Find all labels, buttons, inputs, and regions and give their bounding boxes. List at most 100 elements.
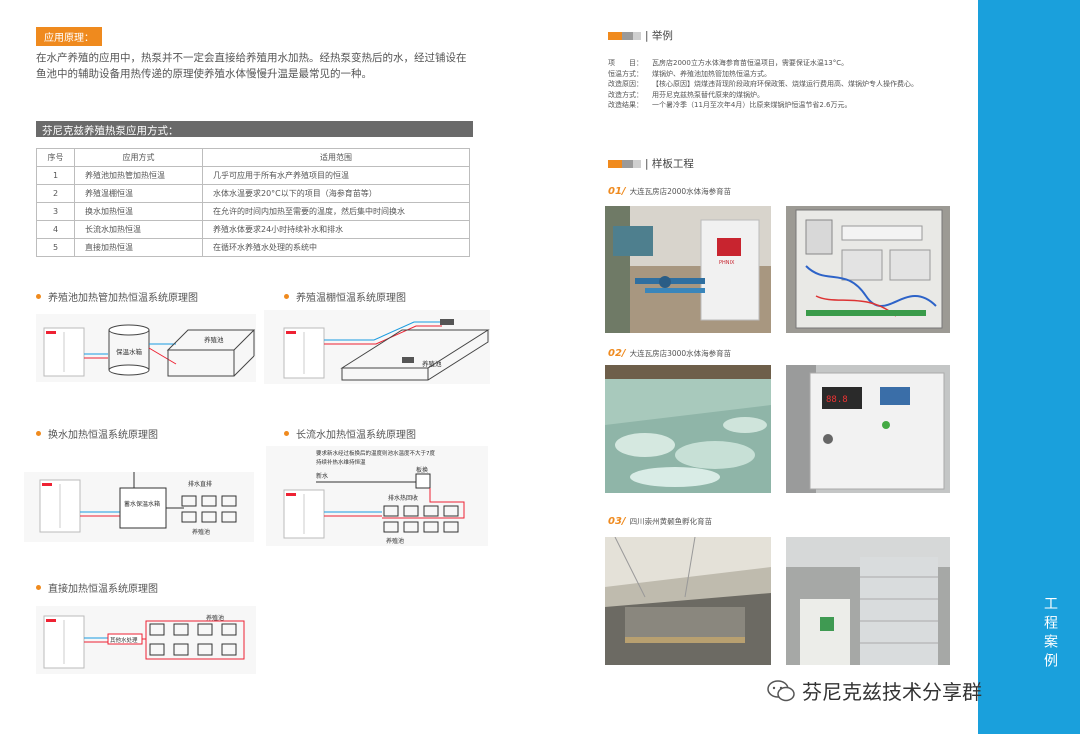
bullet-dot	[36, 431, 41, 436]
diagram4-title-text: 长流水加热恒温系统原理图	[296, 430, 416, 441]
diagram1-title: 养殖池加热管加热恒温系统原理图	[36, 289, 198, 304]
diagram4-title: 长流水加热恒温系统原理图	[284, 426, 416, 441]
project-title: 大连瓦房店3000水体海参育苗	[629, 349, 732, 358]
principle-tag: 应用原理：	[36, 27, 102, 46]
diagram4-recovery-label: 排水热回收	[388, 494, 418, 502]
methods-table: 序号 应用方式 适用范围 1 养殖池加热管加热恒温 几乎可应用于所有水产养殖项目…	[36, 148, 470, 257]
cell-scope: 几乎可应用于所有水产养殖项目的恒温	[202, 166, 470, 185]
example-value: 瓦房店2000立方水体海参育苗恒温项目，需要保证水温13°C。	[652, 59, 849, 67]
project3-photo-tank	[786, 537, 950, 665]
cell-scope: 水体水温要求20°C以下的项目（海参育苗等）	[202, 184, 470, 203]
cell-scope: 在允许的时间内加热至需要的温度，然后集中时间换水	[202, 202, 470, 221]
heading-marker	[608, 159, 622, 168]
bullet-dot	[284, 294, 289, 299]
example-key: 恒温方式：	[608, 69, 643, 78]
bullet-dot	[36, 585, 41, 590]
example-row: 恒温方式： 煤锅炉、养殖池加热管加热恒温方式。	[608, 69, 948, 80]
watermark: 芬尼克兹技术分享群	[766, 676, 982, 705]
example-row: 改造方式：用芬尼克兹热泵替代原来的煤锅炉。	[608, 90, 948, 101]
cell-scope: 在循环水养殖水处理的系统中	[202, 238, 470, 257]
diagram4-pool-label: 养殖池	[386, 537, 404, 545]
project-title: 大连瓦房店2000水体海参育苗	[629, 187, 732, 196]
diagram4-note1: 要求新水经过板换后的温度则池水温度不大于7度	[316, 449, 436, 457]
diagram4-note2: 持续补热水维持恒温	[316, 458, 366, 466]
cell-scope: 养殖水体要求24小时持续补水和排水	[202, 220, 470, 239]
cell-method: 养殖温棚恒温	[74, 184, 203, 203]
wechat-icon	[767, 679, 795, 701]
bullet-dot	[284, 431, 289, 436]
diagram2-title: 养殖温棚恒温系统原理图	[284, 289, 406, 304]
diagram3-pool-label: 养殖池	[192, 528, 210, 536]
section-sidebar	[978, 0, 1080, 734]
cell-index: 5	[36, 238, 75, 257]
diagram4: 要求新水经过板换后的温度则池水温度不大于7度 持续补热水维持恒温 新水 板换 排…	[266, 446, 488, 546]
example-value: 用芬尼克兹热泵替代原来的煤锅炉。	[652, 90, 764, 99]
example-key: 改造原因：	[608, 80, 643, 88]
example-value: 【核心原因】烧煤违背现阶段政府环保政策、烧煤运行费用高、煤锅炉专人操作费心。	[652, 80, 918, 88]
project3-photo-hall	[605, 537, 771, 665]
example-row: 改造结果： 一个暑冷季（11月至次年4月）比原来煤锅炉恒温节省2.6万元。	[608, 100, 948, 111]
valve-icon	[440, 319, 454, 325]
project1-photo-heatpump: PHNIX	[605, 206, 771, 333]
project-title: 四川崇州黄颡鱼孵化育苗	[629, 517, 713, 526]
cell-index: 3	[36, 202, 75, 221]
project1-photo-panel	[786, 206, 950, 333]
diagram3: 蓄水保温水箱 排水直排 养殖池	[24, 472, 254, 542]
th-index: 序号	[36, 148, 75, 167]
cell-method: 换水加热恒温	[74, 202, 203, 221]
diagram1: 保温水箱 养殖池	[36, 314, 256, 382]
diagram5: 其他水处理 养殖池	[36, 606, 256, 674]
example-value: 煤锅炉、养殖池加热管加热恒温方式。	[652, 69, 771, 78]
example-row: 改造原因： 【核心原因】烧煤违背现阶段政府环保政策、烧煤运行费用高、煤锅炉专人操作…	[608, 79, 948, 90]
watermark-text: 芬尼克兹技术分享群	[802, 680, 982, 704]
project-num: 01/	[608, 186, 626, 197]
table-row: 1 养殖池加热管加热恒温 几乎可应用于所有水产养殖项目的恒温	[36, 166, 470, 185]
example-key: 改造结果：	[608, 101, 643, 109]
diagram1-pool-label: 养殖池	[204, 335, 224, 344]
cell-method: 养殖池加热管加热恒温	[74, 166, 203, 185]
example-key: 项 目：	[608, 59, 643, 67]
diagram5-title: 直接加热恒温系统原理图	[36, 580, 158, 595]
diagram4-exchanger-label: 板换	[416, 466, 428, 474]
diagram5-label: 其他水处理	[110, 636, 138, 644]
projects-heading: | 样板工程	[608, 156, 694, 171]
diagram2-title-text: 养殖温棚恒温系统原理图	[296, 293, 406, 304]
diagram2-pool-label: 养殖池	[422, 359, 442, 368]
example-heading: | 举例	[608, 28, 673, 43]
cell-index: 2	[36, 184, 75, 203]
th-scope: 适用范围	[202, 148, 470, 167]
principle-text: 在水产养殖的应用中，热泵并不一定会直接给养殖用水加热。经热泵变热后的水，经过铺设…	[36, 52, 467, 80]
diagram3-title: 换水加热恒温系统原理图	[36, 426, 158, 441]
methods-title: 芬尼克兹养殖热泵应用方式：	[36, 121, 473, 137]
project-num: 03/	[608, 516, 626, 527]
diagram3-title-text: 换水加热恒温系统原理图	[48, 430, 158, 441]
cell-method: 直接加热恒温	[74, 238, 203, 257]
th-method: 应用方式	[74, 148, 203, 167]
project2-photo-pool	[605, 365, 771, 493]
diagram5-title-text: 直接加热恒温系统原理图	[48, 584, 158, 595]
bullet-dot	[36, 294, 41, 299]
project-num: 02/	[608, 348, 626, 359]
heading-marker	[608, 31, 622, 40]
diagram4-fresh-label: 新水	[316, 472, 328, 480]
project-label-01: 01/大连瓦房店2000水体海参育苗	[608, 186, 731, 197]
diagram1-tank-label: 保温水箱	[116, 347, 143, 356]
table-row: 4 长流水加热恒温 养殖水体要求24小时持续补水和排水	[36, 220, 470, 239]
project2-photo-cabinet: 88.8	[786, 365, 950, 493]
diagram3-tank-label: 蓄水保温水箱	[124, 500, 160, 508]
diagram3-drain-label: 排水直排	[188, 480, 212, 488]
table-row: 3 换水加热恒温 在允许的时间内加热至需要的温度，然后集中时间换水	[36, 202, 470, 221]
example-row: 项 目： 瓦房店2000立方水体海参育苗恒温项目，需要保证水温13°C。	[608, 58, 948, 69]
project-label-02: 02/大连瓦房店3000水体海参育苗	[608, 348, 731, 359]
diagram2: 养殖池	[264, 310, 490, 384]
cell-method: 长流水加热恒温	[74, 220, 203, 239]
example-value: 一个暑冷季（11月至次年4月）比原来煤锅炉恒温节省2.6万元。	[652, 101, 852, 109]
example-heading-text: | 举例	[645, 30, 673, 42]
example-block: 项 目： 瓦房店2000立方水体海参育苗恒温项目，需要保证水温13°C。 恒温方式…	[608, 58, 948, 111]
table-row: 5 直接加热恒温 在循环水养殖水处理的系统中	[36, 238, 470, 257]
projects-heading-text: | 样板工程	[645, 158, 694, 170]
table-header-row: 序号 应用方式 适用范围	[36, 148, 470, 167]
diagram5-pool-label: 养殖池	[206, 614, 224, 622]
table-row: 2 养殖温棚恒温 水体水温要求20°C以下的项目（海参育苗等）	[36, 184, 470, 203]
cell-index: 1	[36, 166, 75, 185]
